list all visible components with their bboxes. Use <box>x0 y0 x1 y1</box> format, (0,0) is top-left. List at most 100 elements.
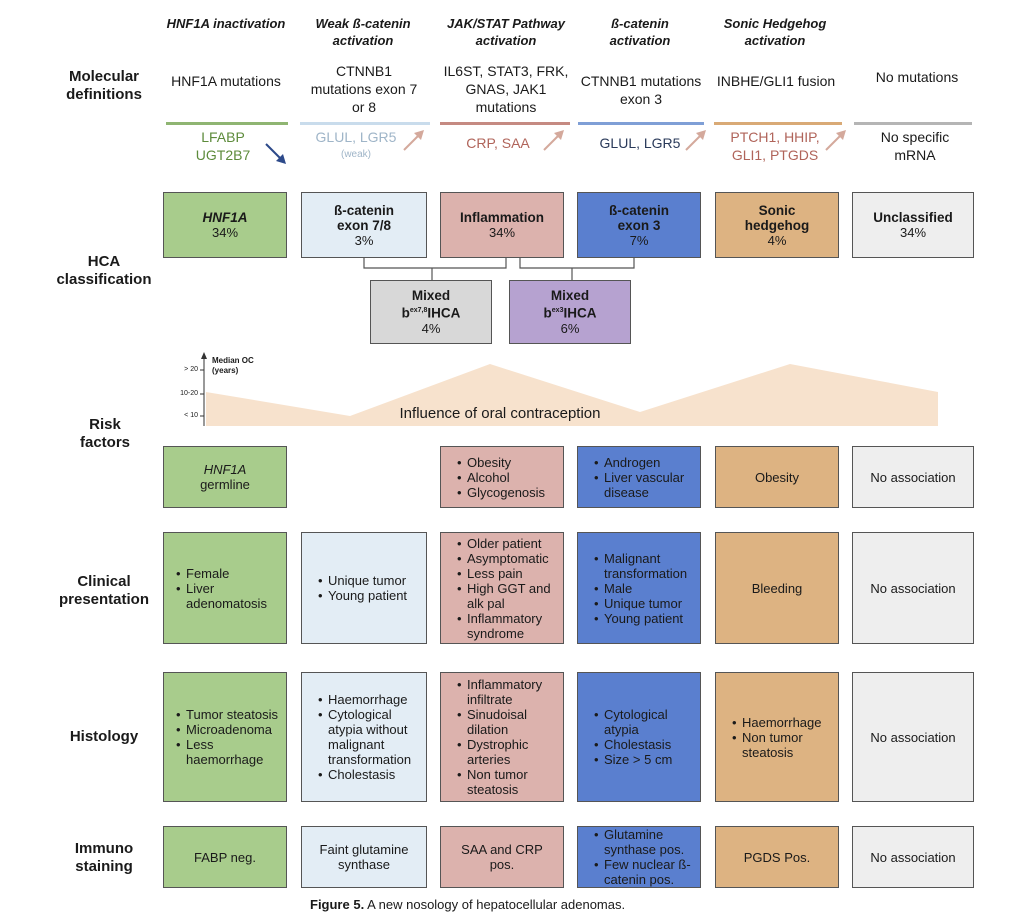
immuno-text: SAA and CRP pos. <box>461 842 543 872</box>
hca-box-unclassified: Unclassified 34% <box>852 192 974 258</box>
clinical-box-inflammation: Older patient Asymptomatic Less pain Hig… <box>440 532 564 644</box>
underline-grey <box>854 122 972 125</box>
list-item: Cytological atypia <box>594 707 700 737</box>
arrow-up-icon <box>825 130 846 151</box>
list-item: Cholestasis <box>594 737 700 752</box>
oc-tick-mid: 10-20 <box>180 390 198 397</box>
mutation-none: No mutations <box>875 69 959 85</box>
list-item: Unique tumor <box>318 573 426 588</box>
list-item: Glutamine synthase pos. <box>594 827 700 857</box>
hca-connectors <box>363 258 635 280</box>
histology-text: No association <box>870 729 956 745</box>
immuno-box-hnf1a: FABP neg. <box>163 826 287 888</box>
list-item: Cytological atypia without malignant tra… <box>318 707 426 767</box>
arrow-up-icon <box>543 130 564 151</box>
histology-box-hnf1a: Tumor steatosis Microadenoma Less haemor… <box>163 672 287 802</box>
hca-pct: 34% <box>899 225 927 240</box>
risk-text: germline <box>200 477 250 492</box>
hca-name: Unclassified <box>873 210 953 225</box>
immuno-text: No association <box>870 849 956 865</box>
mixed-name-b: bex7,8IHCA <box>401 305 461 321</box>
header-gene-bcatenin: ß-catenin activation <box>609 16 671 48</box>
immuno-box-inflammation: SAA and CRP pos. <box>440 826 564 888</box>
list-item: Less haemorrhage <box>176 737 286 767</box>
mixed-name-a: Mixed <box>411 288 451 304</box>
immuno-box-bcatenin-7-8: Faint glutamine synthase <box>301 826 427 888</box>
immuno-box-bcatenin-exon3: Glutamine synthase pos. Few nuclear ß-ca… <box>577 826 701 888</box>
underline-green <box>166 122 288 125</box>
clinical-box-unclassified: No association <box>852 532 974 644</box>
oc-tick-low: < 10 <box>184 412 198 419</box>
mixed-pct: 6% <box>560 320 580 336</box>
mutation-ctnnb1-7-8: CTNNB1 mutations exon 7 or 8 <box>310 63 418 115</box>
list-item: Glycogenosis <box>457 485 563 500</box>
header-gene-weak-bcatenin: Weak ß-catenin activation <box>315 16 411 48</box>
hca-box-mixed-ex3: Mixed bex3IHCA 6% <box>509 280 631 344</box>
oc-graph <box>200 352 938 426</box>
immuno-text: PGDS Pos. <box>743 849 811 865</box>
clinical-box-shh: Bleeding <box>715 532 839 644</box>
row-label-hca: HCA classification <box>56 253 152 288</box>
list-item: Few nuclear ß-catenin pos. <box>594 857 700 887</box>
hca-box-hnf1a: HNF1A 34% <box>163 192 287 258</box>
list-item: Asymptomatic <box>457 551 563 566</box>
mrna-hnf1a: LFABP UGT2B7 <box>195 129 251 163</box>
hca-pct: 4% <box>767 232 787 248</box>
risk-text: No association <box>870 469 956 485</box>
hca-name: HNF1A <box>202 210 248 225</box>
row-label-immuno: Immuno staining <box>74 840 134 875</box>
mrna-weak-bcatenin: GLUL, LGR5 (weak) <box>306 128 406 164</box>
oc-banner: Influence of oral contraception <box>399 405 601 422</box>
hca-pct: 34% <box>211 225 239 240</box>
immuno-box-shh: PGDS Pos. <box>715 826 839 888</box>
list-item: Inflammatory syndrome <box>457 611 563 641</box>
list-item: Haemorrhage <box>732 715 838 730</box>
mutation-inbhe-gli1: INBHE/GLI1 fusion <box>716 73 836 89</box>
list-item: Unique tumor <box>594 596 700 611</box>
mutation-ctnnb1-exon3: CTNNB1 mutations exon 3 <box>580 73 702 107</box>
histology-box-bcatenin-exon3: Cytological atypia Cholestasis Size > 5 … <box>577 672 701 802</box>
arrow-up-icon <box>403 130 424 151</box>
hca-box-mixed-ex78: Mixed bex7,8IHCA 4% <box>370 280 492 344</box>
immuno-text: FABP neg. <box>194 849 256 865</box>
list-item: High GGT and alk pal <box>457 581 563 611</box>
clinical-text: Bleeding <box>751 580 803 596</box>
hca-name: Sonic hedgehog <box>744 202 810 233</box>
risk-box-bcatenin: Androgen Liver vascular disease <box>577 446 701 508</box>
mrna-none: No specific mRNA <box>880 129 950 163</box>
header-gene-jakstat: JAK/STAT Pathway activation <box>447 16 565 48</box>
underline-tan <box>714 122 842 125</box>
hca-box-bcatenin-exon3: ß-catenin exon 3 7% <box>577 192 701 258</box>
mixed-pct: 4% <box>421 320 441 336</box>
list-item: Non tumor steatosis <box>732 730 838 760</box>
mutation-jakstat: IL6ST, STAT3, FRK, GNAS, JAK1 mutations <box>443 63 569 115</box>
risk-box-unclassified: No association <box>852 446 974 508</box>
histology-box-shh: Haemorrhage Non tumor steatosis <box>715 672 839 802</box>
list-item: Androgen <box>594 455 700 470</box>
underline-lightblue <box>300 122 430 125</box>
header-gene-shh: Sonic Hedgehog activation <box>723 16 827 48</box>
clinical-box-bcatenin-exon3: Malignant transformation Male Unique tum… <box>577 532 701 644</box>
underline-blue <box>578 122 704 125</box>
arrow-up-icon <box>685 130 706 151</box>
histology-box-inflammation: Inflammatory infiltrate Sinudoisal dilat… <box>440 672 564 802</box>
row-label-histology: Histology <box>69 728 139 745</box>
list-item: Older patient <box>457 536 563 551</box>
histology-box-bcatenin-7-8: Haemorrhage Cytological atypia without m… <box>301 672 427 802</box>
risk-text-italic: HNF1A <box>203 462 247 477</box>
list-item: Tumor steatosis <box>176 707 286 722</box>
mutation-hnf1a: HNF1A mutations <box>171 73 281 89</box>
list-item: Microadenoma <box>176 722 286 737</box>
mrna-weak-label: (weak) <box>340 149 371 160</box>
hca-box-sonic-hedgehog: Sonic hedgehog 4% <box>715 192 839 258</box>
list-item: Inflammatory infiltrate <box>457 677 563 707</box>
list-item: Male <box>594 581 700 596</box>
oc-tick-high: > 20 <box>184 366 198 373</box>
risk-box-inflammation: Obesity Alcohol Glycogenosis <box>440 446 564 508</box>
row-label-risk: Risk factors <box>79 416 131 451</box>
hca-box-inflammation: Inflammation 34% <box>440 192 564 258</box>
mixed-name-a: Mixed <box>550 288 590 304</box>
clinical-text: No association <box>870 580 956 596</box>
hca-pct: 7% <box>629 232 649 248</box>
list-item: Size > 5 cm <box>594 752 700 767</box>
